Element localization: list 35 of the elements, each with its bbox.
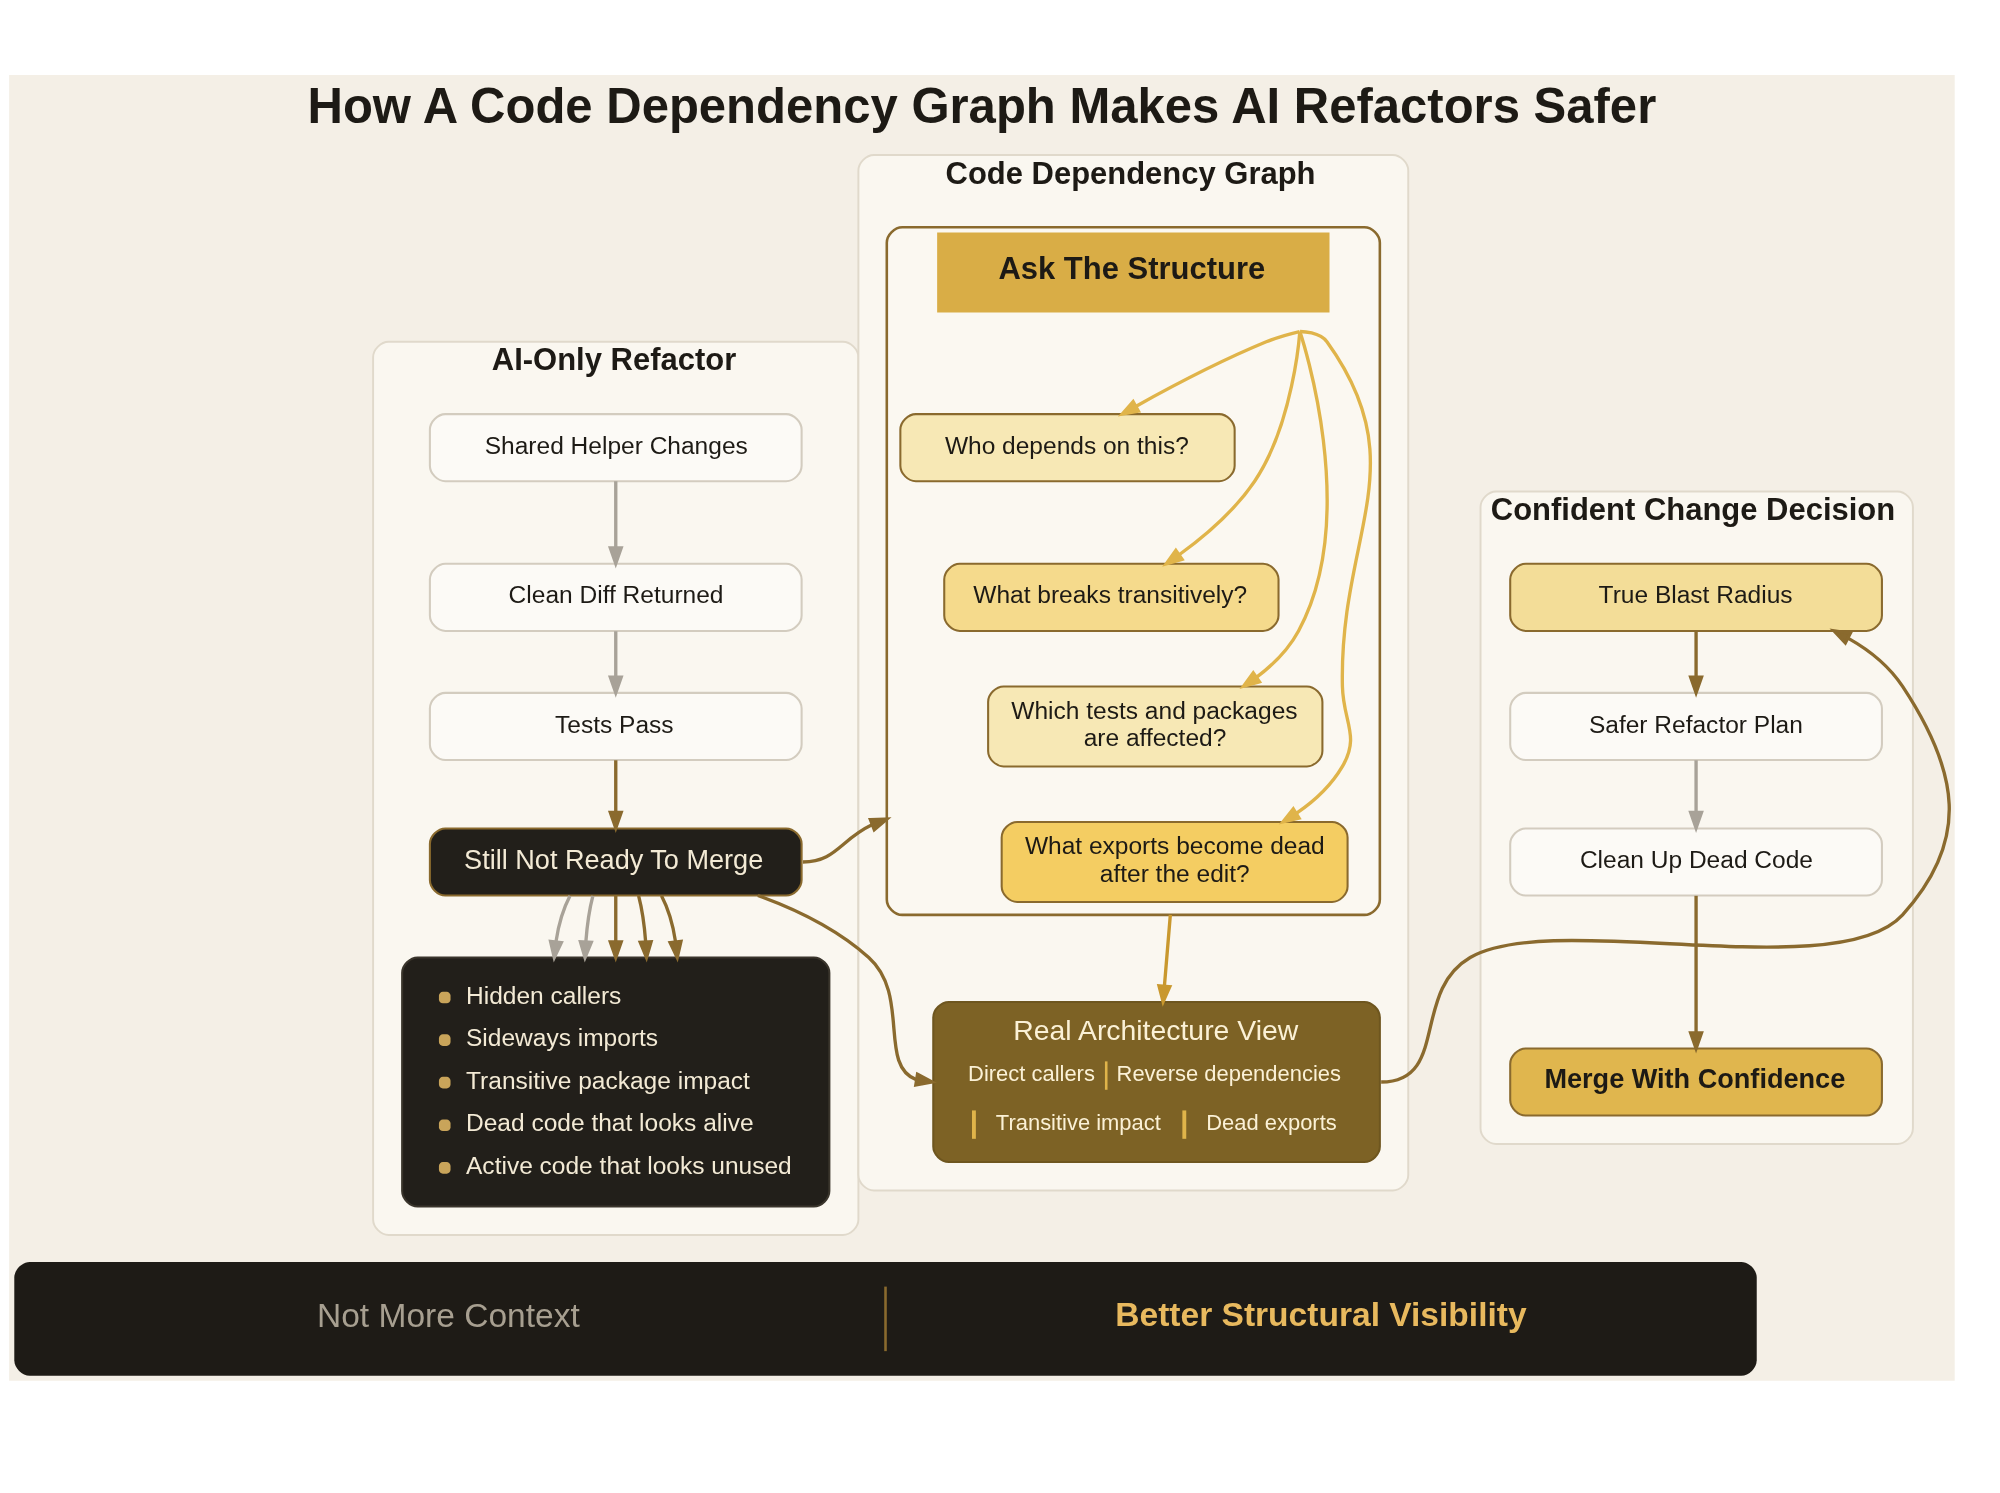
node-box: True Blast Radius	[1508, 562, 1883, 632]
node-box: Safer Refactor Plan	[1508, 691, 1883, 762]
node-box: Not More Context Better Structural Visibility	[13, 1262, 1757, 1376]
diagram-title: How A Code Dependency Graph Makes AI Refactors Safer	[307, 79, 1656, 134]
arrow	[547, 895, 572, 963]
arrow	[607, 481, 624, 569]
arrow	[1278, 329, 1372, 825]
arrow	[1687, 760, 1704, 834]
arrow	[577, 895, 594, 963]
arrow	[756, 893, 937, 1088]
node-box: Shared Helper Changes	[428, 413, 803, 483]
arrow	[607, 895, 624, 963]
node-box: Merge With Confidence	[1508, 1047, 1883, 1117]
arrow	[1117, 329, 1300, 417]
node-box: What breaks transitively?	[942, 562, 1280, 632]
node-box: Hidden callers Sideways imports Transitive package impact Dead code that looks alive Active code that looks unused	[400, 956, 830, 1208]
arrow	[802, 817, 892, 864]
arrow	[1687, 895, 1704, 1054]
node-box: What exports become dead after the edit?	[1000, 820, 1349, 903]
arrow	[1156, 914, 1172, 1007]
node-box: Clean Up Dead Code	[1508, 827, 1883, 897]
node-box: Tests Pass	[428, 691, 803, 762]
node-box: Which tests and packages are affected?	[986, 685, 1323, 768]
arrow	[659, 895, 683, 963]
node-box: Still Not Ready To Merge	[428, 827, 803, 897]
arrow	[607, 631, 624, 698]
arrow	[607, 760, 624, 834]
arrow	[636, 895, 653, 963]
arrow	[1238, 331, 1329, 690]
arrow	[1380, 628, 1951, 1084]
arrow	[1161, 331, 1301, 567]
node-box: Clean Diff Returned	[428, 562, 803, 632]
node-box: Real Architecture View Direct callers Reverse dependencies Transitive impact Dead exports	[931, 1000, 1381, 1164]
node-box: Who depends on this?	[898, 413, 1236, 483]
arrow	[1687, 631, 1704, 698]
